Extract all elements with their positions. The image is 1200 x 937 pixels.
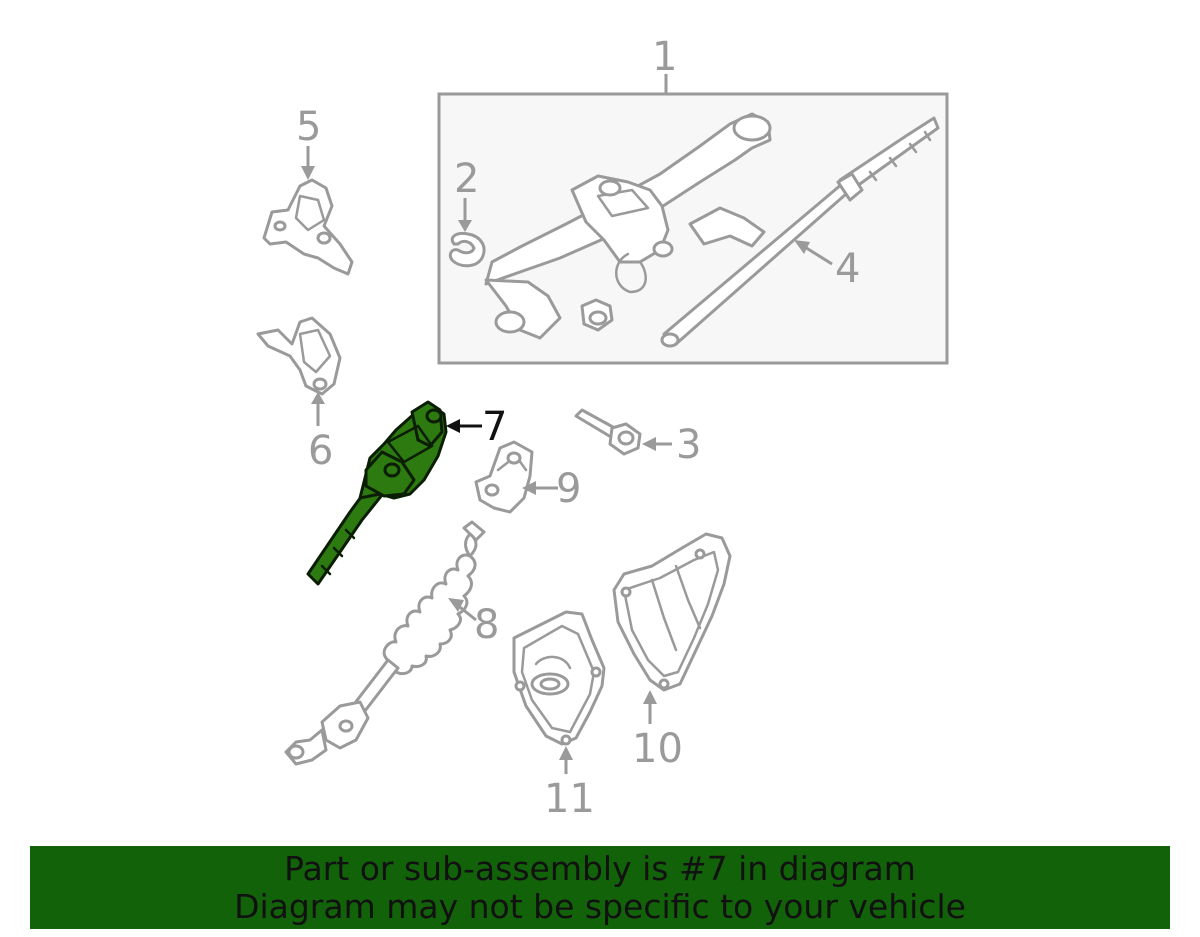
callout-2: 2 xyxy=(454,156,479,202)
part-10-boot-cover[interactable]: 10 xyxy=(612,532,732,772)
banner-line-2: Diagram may not be specific to your vehi… xyxy=(234,886,966,926)
banner-line-1: Part or sub-assembly is #7 in diagram xyxy=(284,848,916,888)
part-1-steering-column-assembly[interactable]: 1 2 xyxy=(437,34,949,365)
callout-7: 7 xyxy=(482,404,507,450)
callout-6: 6 xyxy=(308,428,333,474)
column-nut xyxy=(580,298,614,332)
part-6-bracket[interactable]: 6 xyxy=(256,316,342,474)
part-5-bracket[interactable]: 5 xyxy=(262,104,354,276)
callout-4: 4 xyxy=(835,246,860,292)
callout-10: 10 xyxy=(632,726,683,772)
callout-5: 5 xyxy=(296,104,321,150)
part-11-plate[interactable]: 11 xyxy=(512,610,606,822)
callout-11: 11 xyxy=(544,776,595,822)
part-9-holder[interactable]: 9 xyxy=(474,440,581,514)
info-banner: Part or sub-assembly is #7 in diagram Di… xyxy=(30,846,1170,929)
callout-3: 3 xyxy=(676,422,701,468)
part-2-clip[interactable]: 2 xyxy=(448,156,486,268)
part-8-intermediate-shaft[interactable]: 8 xyxy=(284,520,499,766)
callout-8: 8 xyxy=(474,602,499,648)
part-3-bolt[interactable]: 3 xyxy=(574,408,701,468)
part-7-lower-shaft-highlighted[interactable]: 7 xyxy=(306,400,507,586)
callout-1: 1 xyxy=(652,34,677,80)
part-4-upper-shaft[interactable]: 4 xyxy=(660,116,940,348)
column-tube xyxy=(484,112,772,340)
callout-9: 9 xyxy=(556,466,581,512)
